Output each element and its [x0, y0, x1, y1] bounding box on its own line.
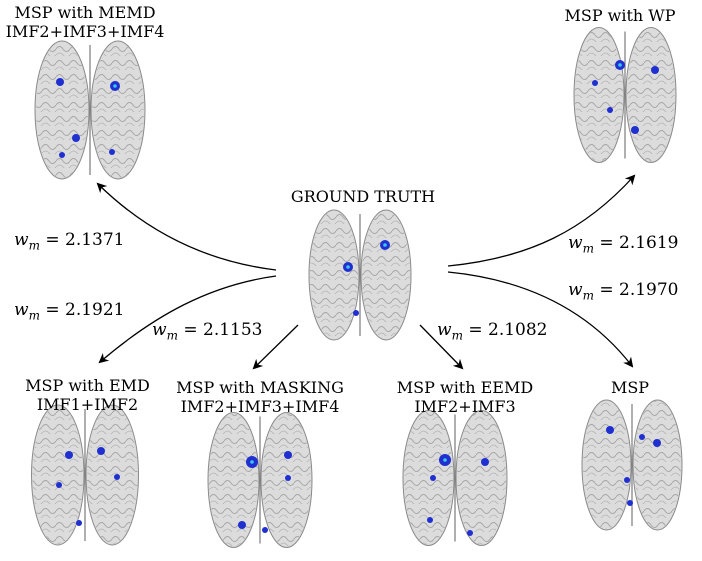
weight-msp-value: 2.1970 — [619, 280, 679, 300]
brain-msp-left-gyri — [583, 401, 630, 529]
brain-wp-activation-3 — [631, 126, 639, 134]
brain-wp-activation-core-0 — [618, 63, 622, 67]
brain-emd-activation-4 — [114, 474, 120, 480]
emd-subtitle: IMF1+IMF2 — [36, 395, 139, 414]
arrow-to-wp — [447, 174, 636, 267]
arrow-to-masking — [252, 324, 299, 370]
brain-masking — [207, 412, 313, 548]
weight-memd: wm = 2.1371 — [14, 230, 125, 253]
ground-truth-title: GROUND TRUTH — [290, 187, 436, 206]
memd-subtitle: IMF2+IMF3+IMF4 — [5, 22, 165, 41]
masking-subtitle: IMF2+IMF3+IMF4 — [180, 397, 340, 416]
brain-ground-truth-activation-core-0 — [346, 265, 350, 269]
brain-emd-activation-1 — [97, 447, 105, 455]
masking-label: MSP with MASKING IMF2+IMF3+IMF4 — [160, 378, 360, 416]
brain-memd — [34, 40, 146, 180]
brain-eemd — [402, 410, 508, 546]
wp-label: MSP with WP — [545, 6, 695, 25]
brain-wp — [573, 27, 677, 163]
msp-title: MSP — [610, 378, 650, 397]
brain-memd-activation-4 — [59, 152, 65, 158]
brain-emd-right-gyri — [87, 406, 138, 544]
brain-memd-left-gyri — [36, 42, 88, 178]
brain-msp-activation-2 — [653, 439, 661, 447]
weight-masking: wm = 2.1153 — [152, 320, 263, 343]
brain-masking-left-gyri — [209, 413, 258, 547]
weight-wp-value: 2.1619 — [619, 233, 679, 253]
brain-eemd-activation-core-0 — [443, 458, 447, 462]
brain-eemd-activation-3 — [467, 530, 473, 536]
brain-msp-activation-4 — [627, 500, 633, 506]
memd-title: MSP with MEMD — [14, 3, 156, 22]
brain-eemd-activation-1 — [430, 475, 436, 481]
weight-msp: wm = 2.1970 — [568, 280, 679, 303]
weight-eemd: wm = 2.1082 — [437, 320, 548, 343]
brain-eemd-right-gyri — [457, 411, 506, 545]
brain-ground-truth — [308, 209, 412, 341]
brain-wp-right-gyri — [627, 28, 675, 162]
arrow-to-msp — [447, 271, 634, 368]
memd-label: MSP with MEMD IMF2+IMF3+IMF4 — [0, 3, 170, 41]
brain-eemd-left-gyri — [404, 411, 453, 545]
brain-emd-activation-0 — [65, 451, 73, 459]
msp-label: MSP — [600, 378, 660, 397]
brain-wp-activation-4 — [607, 107, 613, 113]
weight-emd-value: 2.1921 — [65, 300, 125, 320]
brain-eemd-activation-2 — [481, 458, 489, 466]
brain-msp-activation-1 — [639, 434, 645, 440]
arrow-to-eemd — [419, 324, 464, 370]
brain-msp-activation-3 — [624, 477, 630, 483]
brain-masking-activation-4 — [262, 527, 268, 533]
brain-ground-truth-left-gyri — [310, 211, 358, 339]
brain-ground-truth-right-gyri — [362, 211, 410, 339]
brain-msp-activation-0 — [606, 426, 614, 434]
brain-masking-activation-2 — [285, 475, 291, 481]
eemd-subtitle: IMF2+IMF3 — [414, 397, 516, 416]
weight-emd: wm = 2.1921 — [14, 300, 125, 323]
brain-emd-activation-2 — [56, 482, 62, 488]
brain-emd-left-gyri — [32, 406, 83, 544]
brain-masking-activation-1 — [284, 451, 292, 459]
weight-masking-value: 2.1153 — [203, 320, 263, 340]
ground-truth-label: GROUND TRUTH — [278, 187, 448, 206]
brain-eemd-activation-4 — [427, 517, 433, 523]
weight-memd-value: 2.1371 — [65, 230, 125, 250]
emd-title: MSP with EMD — [25, 376, 150, 395]
wp-title: MSP with WP — [564, 6, 676, 25]
brain-masking-activation-core-0 — [250, 460, 254, 464]
brain-memd-activation-0 — [56, 78, 64, 86]
brain-msp — [581, 399, 683, 531]
brain-emd — [31, 404, 139, 546]
brain-masking-activation-3 — [238, 521, 246, 529]
weight-wp: wm = 2.1619 — [568, 233, 679, 256]
eemd-title: MSP with EEMD — [396, 378, 534, 397]
brain-memd-activation-core-1 — [113, 84, 117, 88]
brain-ground-truth-activation-core-1 — [383, 243, 387, 247]
brain-memd-activation-2 — [72, 134, 80, 142]
brain-emd-activation-3 — [76, 520, 82, 526]
brain-wp-activation-1 — [651, 66, 659, 74]
brain-wp-left-gyri — [575, 28, 623, 162]
arrow-to-memd — [96, 182, 277, 271]
eemd-label: MSP with EEMD IMF2+IMF3 — [385, 378, 545, 416]
masking-title: MSP with MASKING — [176, 378, 344, 397]
brain-ground-truth-activation-2 — [353, 310, 359, 316]
brain-memd-activation-3 — [109, 149, 115, 155]
emd-label: MSP with EMD IMF1+IMF2 — [5, 376, 170, 414]
brain-msp-right-gyri — [634, 401, 681, 529]
arrow-to-emd — [98, 275, 277, 364]
weight-eemd-value: 2.1082 — [488, 320, 548, 340]
brain-memd-right-gyri — [92, 42, 144, 178]
brain-wp-activation-2 — [592, 80, 598, 86]
